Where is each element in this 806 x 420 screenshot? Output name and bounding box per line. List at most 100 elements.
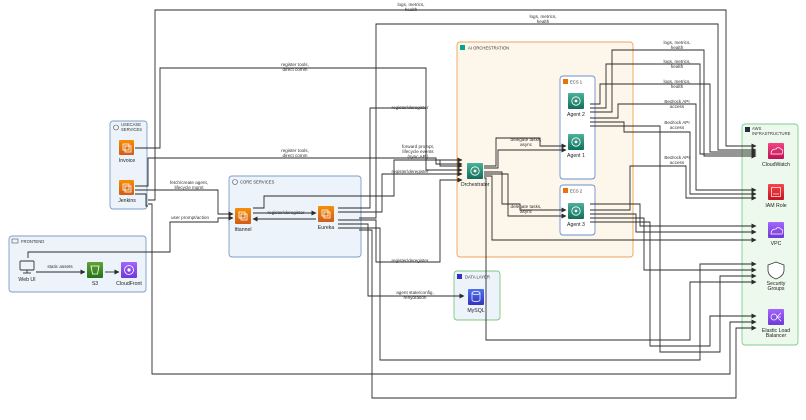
label-forward-3: (sync API) [408, 154, 429, 159]
ai-group-icon [460, 45, 465, 50]
label-delegate-a1: delegate tasks, [511, 137, 542, 142]
ecs2-title: ECS 2 [570, 189, 583, 194]
connectors [27, 9, 757, 399]
label-register-dereg-3: register/deregister [267, 210, 304, 215]
node-jenkins[interactable]: Jenkins [118, 180, 136, 204]
label-logs-r3-2: health [671, 84, 684, 89]
cloudwatch-icon [768, 143, 784, 159]
agent3-label: Agent 3 [567, 222, 585, 228]
label-bedrock-c2: access [670, 160, 685, 165]
node-ittannel[interactable]: Ittannel [234, 208, 252, 233]
label-delegate-a2: async [520, 142, 533, 147]
aws-cloud-icon [745, 127, 750, 132]
label-logs-r3-1: logs, metrics, [663, 79, 690, 84]
sg-label-1: Security [767, 281, 786, 287]
label-register-tools-b2: direct comm [282, 153, 307, 158]
jenkins-label: Jenkins [118, 198, 136, 204]
load-balancer-icon [768, 309, 784, 325]
label-register-dereg-4: register/deregister [391, 258, 428, 263]
node-orchestrator[interactable]: Orchestrator [461, 163, 490, 188]
bucket-icon [87, 262, 103, 278]
label-bedrock-c1: Bedrock API [664, 155, 689, 160]
frontend-monitor-icon [11, 238, 19, 244]
label-delegate-b1: delegate tasks, [511, 204, 542, 209]
usecase-title-2: SERVICES [121, 127, 142, 132]
compute-icon [235, 208, 251, 224]
label-register-dereg-1: register/deregister [391, 105, 428, 110]
node-vpc[interactable]: VPC [768, 222, 784, 247]
elb-label-2: Balancer [766, 333, 787, 339]
label-register-tools-b1: register tools, [281, 148, 309, 153]
ittannel-label: Ittannel [234, 227, 251, 233]
node-invoice[interactable]: Invoice [119, 140, 136, 164]
frontend-title: FRONTEND [21, 239, 44, 244]
aws-title-2: INFRASTRUCTURE [752, 131, 791, 136]
node-agent-1[interactable]: Agent 1 [567, 134, 585, 159]
node-web-ui[interactable]: Web UI [18, 260, 36, 283]
sg-label-2: Groups [767, 286, 784, 292]
compute-icon [119, 180, 134, 195]
label-fetch-2: lifecycle mgmt [174, 185, 204, 190]
invoice-label: Invoice [119, 158, 136, 164]
iam-icon [768, 184, 784, 200]
label-delegate-b2: async [520, 209, 533, 214]
label-bedrock-a2: access [670, 104, 685, 109]
group-usecase-services: USECASE SERVICES [109, 120, 148, 210]
iam-label: IAM Role [765, 203, 786, 209]
label-logs-r2-1: logs, metrics, [663, 59, 690, 64]
label-register-tools-a2: direct comm [282, 67, 307, 72]
label-logs-top2-2: health [537, 19, 550, 24]
node-cloudfront[interactable]: CloudFront [116, 262, 142, 287]
label-agent-state-1: agent state/config, [396, 290, 434, 295]
edge-labels: logs, metrics, health logs, metrics, hea… [47, 2, 690, 300]
label-logs-r1-1: logs, metrics, [663, 40, 690, 45]
ecs2-icon [563, 188, 568, 193]
data-group-icon [457, 274, 462, 279]
label-bedrock-b2: access [670, 125, 685, 130]
shield-icon [767, 261, 785, 280]
compute-icon [119, 140, 134, 155]
group-ecs-1: ECS 1 [559, 75, 596, 180]
label-logs-top-2: health [405, 7, 418, 12]
label-agent-state-2: rehydration [404, 295, 427, 300]
ecs1-icon [563, 79, 568, 84]
label-fetch-1: fetch/create agent, [170, 180, 208, 185]
node-iam-role[interactable]: IAM Role [765, 184, 787, 209]
vpc-label: VPC [771, 241, 782, 247]
usecase-title-1: USECASE [121, 122, 141, 127]
label-logs-r2-2: health [671, 64, 684, 69]
usecase-gear-icon [113, 124, 119, 131]
data-title: DATA LAYER [465, 275, 490, 280]
node-mysql[interactable]: MySQL [467, 289, 485, 314]
node-agent-2[interactable]: Agent 2 [567, 93, 585, 118]
ai-group-title: AI ORCHESTRATION [468, 46, 509, 51]
vpc-icon [768, 222, 784, 238]
label-forward-2: lifecycle events [402, 149, 434, 154]
group-ai-orchestration: AI ORCHESTRATION [456, 41, 634, 258]
elb-label-1: Elastic Load [762, 328, 790, 334]
label-logs-top-1: logs, metrics, [397, 2, 424, 7]
node-security-groups[interactable]: Security Groups [767, 261, 786, 292]
label-logs-r1-2: health [671, 45, 684, 50]
label-user-prompt: user prompt/action [171, 215, 209, 220]
mysql-label: MySQL [467, 308, 484, 314]
node-elastic-load-balancer[interactable]: Elastic Load Balancer [762, 309, 790, 339]
cloudwatch-label: CloudWatch [762, 162, 790, 168]
eureka-label: Eureka [318, 225, 335, 231]
ecs1-title: ECS 1 [570, 80, 583, 85]
label-bedrock-a1: Bedrock API [664, 99, 689, 104]
node-eureka[interactable]: Eureka [318, 206, 335, 231]
node-agent-3[interactable]: Agent 3 [567, 203, 585, 228]
node-cloudwatch[interactable]: CloudWatch [762, 143, 790, 168]
label-forward-1: forward prompt, [402, 144, 434, 149]
node-s3[interactable]: S3 [87, 262, 103, 287]
label-bedrock-b1: Bedrock API [664, 120, 689, 125]
label-logs-top2-1: logs, metrics, [529, 14, 556, 19]
core-title: CORE SERVICES [240, 180, 275, 185]
webui-label: Web UI [18, 277, 35, 283]
agent2-label: Agent 2 [567, 112, 585, 118]
cloudfront-label: CloudFront [116, 281, 142, 287]
label-register-tools-a1: register tools, [281, 62, 309, 67]
group-frontend: FRONTEND [8, 235, 147, 293]
